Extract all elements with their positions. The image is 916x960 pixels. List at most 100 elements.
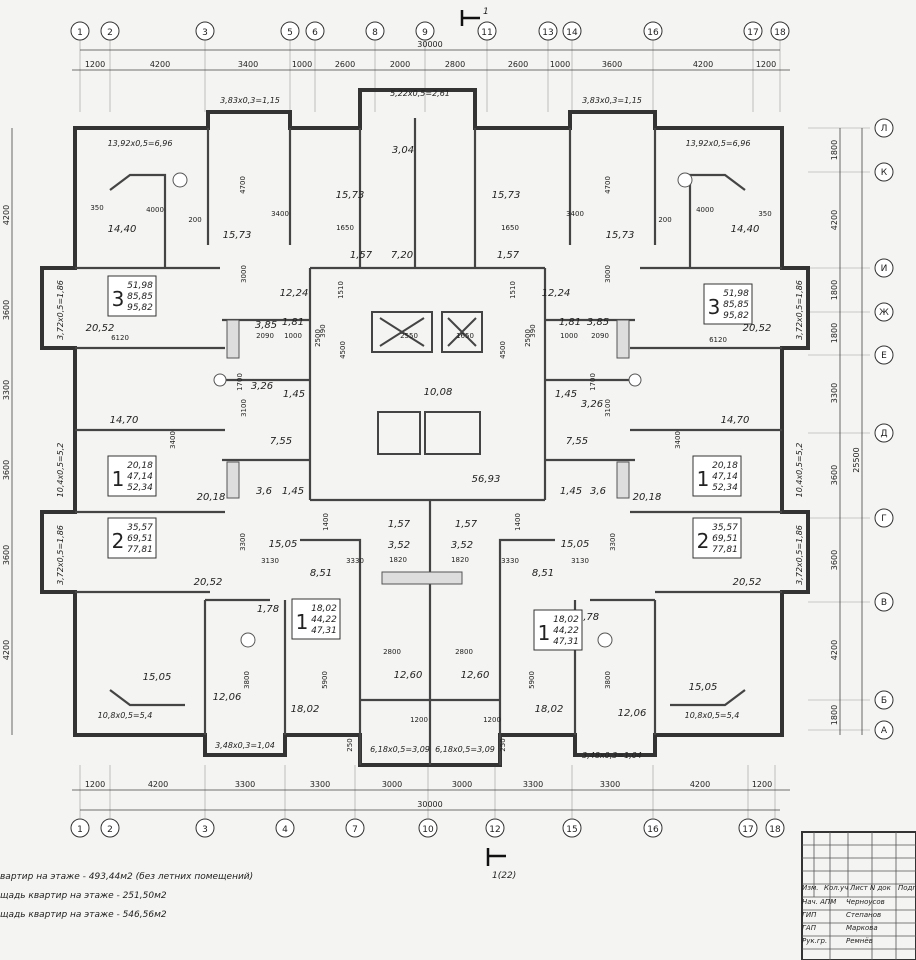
axis-bubble [770,21,790,41]
room-area-label: 3,52 [451,540,473,551]
apartment-area-value: 95,82 [127,303,153,313]
axis-bubble [874,258,894,278]
room-dim: 390 [529,324,537,337]
room-area-label: 14,70 [721,415,750,426]
room-dim: 3300 [239,533,247,551]
axis-bubble [765,818,785,838]
building-walls [40,88,810,767]
tb-role-2: ГИП [802,911,817,919]
room-dim: 1510 [509,281,517,299]
axis-bubble [874,423,894,443]
dim-bottom: 1200 [85,780,105,789]
section-mark-top [460,10,480,26]
axis-label-top: 2 [107,28,113,38]
axis-bubble [874,592,894,612]
room-area-label: 1,57 [455,519,478,530]
balcony-label: 13,92x0,5=6,96 [108,139,173,148]
room-dim: 250 [499,738,507,751]
apartment-area-value: 18,02 [311,604,337,614]
axis-label-right: А [881,726,888,736]
dim-right: 4200 [830,210,839,230]
room-area-label: 7,55 [270,436,292,447]
apartment-room-count: 1 [296,610,309,634]
dim-right: 1800 [830,705,839,725]
dim-left: 3300 [2,380,11,400]
axis-bubble [874,690,894,710]
room-dim: 4000 [146,206,164,214]
apartment-area-value: 77,81 [712,545,738,555]
room-dim: 1400 [322,513,330,531]
apartment-tag-box [692,517,742,559]
room-dim: 1700 [589,373,597,391]
room-area-label: 3,6 [590,486,606,497]
dim-top: 1200 [756,60,776,69]
apartment-area-value: 77,81 [127,545,153,555]
room-area-label: 3,52 [388,540,410,551]
room-area-label: 12,24 [542,288,571,299]
balcony-label: 3,72x0,5=1,86 [56,280,65,340]
apartment-area-value: 85,85 [127,292,153,302]
axis-label-top: 3 [202,28,208,38]
room-dim: 1000 [284,332,302,340]
tb-header-sign: Подп. [898,884,916,892]
room-dim: 4700 [239,176,247,194]
tb-role-1: Нач. АПМ [802,898,837,906]
room-dim: 350 [758,210,771,218]
room-area-label: 12,24 [280,288,309,299]
apartment-area-value: 52,34 [127,483,153,493]
room-dim: 2500 [314,329,322,347]
apartment-room-count: 2 [697,529,710,553]
dim-left: 4200 [2,205,11,225]
axis-label-top: 9 [422,28,428,38]
axis-bubble [743,21,763,41]
dim-top: 1000 [292,60,312,69]
room-dim: 1510 [337,281,345,299]
apartment-room-count: 1 [697,467,710,491]
section-label-top: 1 [483,7,489,17]
apartment-area-value: 51,98 [723,289,749,299]
dim-right: 4200 [830,640,839,660]
dim-left: 3600 [2,460,11,480]
axis-label-bottom: 10 [422,825,434,835]
room-area-label: 3,04 [392,145,414,156]
balcony-label: 10,8x0,5=5,4 [98,711,153,720]
apartment-tag-box [692,455,742,497]
room-area-label: 15,73 [223,230,252,241]
apartment-tag-box [107,455,157,497]
room-dim: 1650 [336,224,354,232]
axis-label-right: Г [881,514,887,524]
axis-label-right: Б [881,696,887,706]
note-total-area: вартир на этаже - 493,44м2 (без летних п… [0,872,254,882]
room-area-label: 20,52 [743,323,772,334]
dim-top: 2600 [335,60,355,69]
dim-right: 3600 [830,550,839,570]
section-mark-bottom [486,848,506,866]
tb-header-sheet: Лист [850,884,868,892]
dim-bottom: 3300 [523,780,543,789]
axis-bubble [365,21,385,41]
apartment-room-count: 1 [538,621,551,645]
axis-bubble [562,21,582,41]
axis-label-top: 14 [566,28,578,38]
axis-bubble [538,21,558,41]
section-label-bottom: 1(22) [492,871,516,881]
room-dim: 3000 [240,265,248,283]
dim-right: 3600 [830,465,839,485]
room-dim: 1650 [456,332,474,340]
balcony-label: 3,72x0,5=1,86 [795,280,804,340]
axis-bubble [485,818,505,838]
dim-top: 3400 [238,60,258,69]
dim-bottom: 3000 [452,780,472,789]
room-area-label: 56,93 [472,474,501,485]
tb-header-doc: N док [870,884,891,892]
room-area-label: 12,60 [461,670,490,681]
axis-bubble [345,818,365,838]
room-area-label: 20,52 [86,323,115,334]
room-area-label: 20,52 [733,577,762,588]
room-dim: 6120 [709,336,727,344]
tb-name-3: Маркова [846,924,878,932]
room-dim: 1820 [451,556,469,564]
